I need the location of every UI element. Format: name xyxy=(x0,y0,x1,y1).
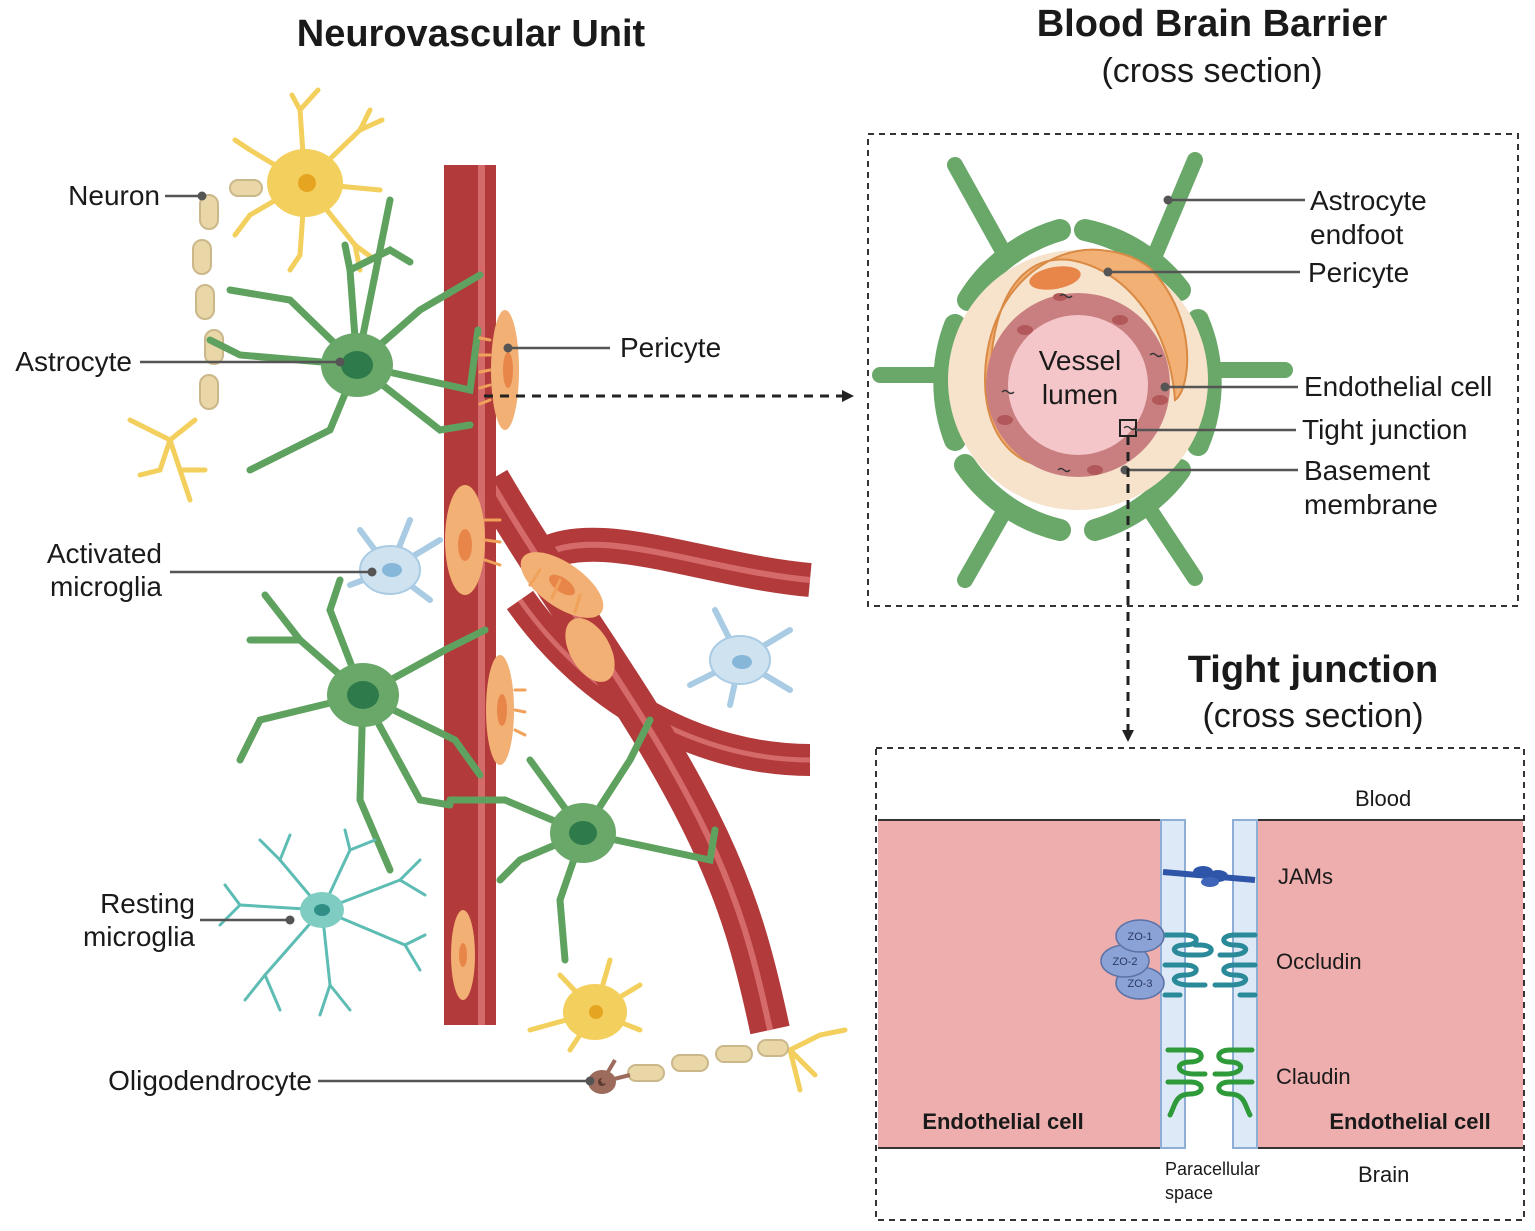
bbb-cross-section: Vessel lumen xyxy=(872,152,1293,588)
label-activated-microglia-2: microglia xyxy=(50,571,162,602)
label-endothelial-cell: Endothelial cell xyxy=(1304,371,1492,402)
left-labels: Neuron Astrocyte Pericyte Activated micr… xyxy=(15,180,721,1096)
pericytes xyxy=(445,310,615,1000)
label-oligodendrocyte: Oligodendrocyte xyxy=(108,1065,312,1096)
label-paracellular-1: Paracellular xyxy=(1165,1159,1260,1179)
label-astrocyte-endfoot-2: endfoot xyxy=(1310,219,1404,250)
label-bbb-pericyte: Pericyte xyxy=(1308,257,1409,288)
bbb-subtitle: (cross section) xyxy=(1101,52,1322,90)
label-endothelial-right: Endothelial cell xyxy=(1329,1109,1490,1134)
label-brain: Brain xyxy=(1358,1162,1409,1187)
blood-vessel xyxy=(444,165,812,1035)
oligodendrocyte xyxy=(588,1058,631,1094)
vessel-lumen-2: lumen xyxy=(1042,379,1118,410)
tj-box xyxy=(875,747,1525,1221)
vessel-lumen-1: Vessel xyxy=(1039,345,1122,376)
label-resting-microglia-1: Resting xyxy=(100,888,195,919)
label-pericyte: Pericyte xyxy=(620,332,721,363)
occludin-protein xyxy=(1162,932,1258,998)
neuron-bottom xyxy=(527,957,848,1093)
label-basement-membrane-2: membrane xyxy=(1304,489,1438,520)
neuron-top xyxy=(127,87,385,503)
tj-subtitle: (cross section) xyxy=(1202,697,1423,735)
label-resting-microglia-2: microglia xyxy=(83,921,195,952)
resting-microglia xyxy=(218,828,427,1017)
label-astrocyte-endfoot-1: Astrocyte xyxy=(1310,185,1427,216)
tj-title: Tight junction xyxy=(1188,649,1438,691)
zo3-label: ZO-3 xyxy=(1127,978,1152,990)
label-tight-junction: Tight junction xyxy=(1302,414,1468,445)
claudin-protein xyxy=(1165,1047,1255,1118)
label-paracellular-2: space xyxy=(1165,1183,1213,1203)
nvu-title: Neurovascular Unit xyxy=(297,13,646,55)
activated-microglia-right xyxy=(687,607,793,708)
astrocyte-2 xyxy=(236,576,489,874)
jams-protein xyxy=(1162,866,1256,887)
tj-diagram: ZO-1 ZO-2 ZO-3 Blood Brain JAMs Occludin… xyxy=(878,786,1523,1203)
activated-microglia-left xyxy=(347,517,443,603)
label-activated-microglia-1: Activated xyxy=(47,538,162,569)
zo1-label: ZO-1 xyxy=(1127,931,1152,943)
label-occludin: Occludin xyxy=(1276,949,1362,974)
bbb-box xyxy=(867,133,1519,607)
label-blood: Blood xyxy=(1355,786,1411,811)
bbb-labels: Astrocyte endfoot Pericyte Endothelial c… xyxy=(1103,185,1492,520)
bbb-title: Blood Brain Barrier xyxy=(1037,3,1388,45)
zo-proteins: ZO-1 ZO-2 ZO-3 xyxy=(1100,919,1165,1000)
label-claudin: Claudin xyxy=(1276,1064,1351,1089)
label-endothelial-left: Endothelial cell xyxy=(922,1109,1083,1134)
zo2-label: ZO-2 xyxy=(1112,956,1137,968)
label-jams: JAMs xyxy=(1278,864,1333,889)
astrocyte-1 xyxy=(206,196,484,474)
label-neuron: Neuron xyxy=(68,180,160,211)
label-astrocyte: Astrocyte xyxy=(15,346,132,377)
astrocyte-3 xyxy=(446,716,719,964)
label-basement-membrane-1: Basement xyxy=(1304,455,1430,486)
